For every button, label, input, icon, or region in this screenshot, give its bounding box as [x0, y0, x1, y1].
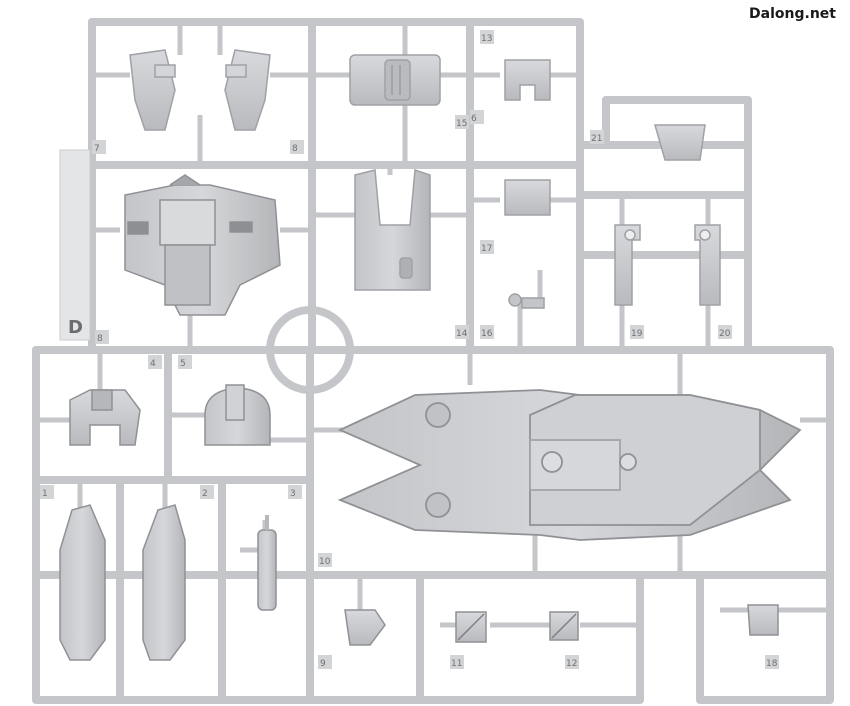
- part-number-tabs: 7 8 13 15 17 14 16 19 20 21 8 4 5 1 2 3 …: [40, 30, 779, 669]
- number-tab: 20: [718, 325, 732, 339]
- svg-text:13: 13: [481, 34, 492, 44]
- svg-text:15: 15: [456, 119, 467, 129]
- part-small-block-a: [504, 59, 551, 216]
- part-small-pieces: [344, 604, 779, 646]
- svg-text:16: 16: [481, 329, 493, 339]
- svg-text:10: 10: [319, 557, 331, 567]
- svg-text:7: 7: [94, 144, 100, 154]
- part-helmet: [204, 384, 271, 446]
- svg-text:6: 6: [471, 114, 477, 124]
- svg-text:12: 12: [566, 659, 577, 669]
- svg-text:9: 9: [320, 659, 326, 669]
- number-tab: 21: [590, 130, 604, 144]
- svg-text:8: 8: [292, 144, 298, 154]
- part-tiny-figure: [508, 293, 545, 309]
- part-backpack: [349, 54, 441, 106]
- svg-text:21: 21: [591, 134, 602, 144]
- number-tab: 7: [92, 140, 106, 154]
- number-tab: 14: [455, 325, 469, 339]
- number-tab: 6: [470, 110, 484, 124]
- number-tab: 12: [565, 655, 579, 669]
- svg-text:1: 1: [42, 489, 48, 499]
- number-tab: 16: [480, 325, 494, 339]
- number-tab: 5: [178, 355, 192, 369]
- part-cylinder: [257, 515, 277, 611]
- runner-tag: D: [59, 149, 91, 341]
- part-shoulder-clips: [129, 49, 271, 131]
- svg-text:8: 8: [97, 334, 103, 344]
- svg-text:14: 14: [456, 329, 468, 339]
- number-tab: 9: [318, 655, 332, 669]
- runner-label: D: [68, 317, 83, 338]
- svg-text:11: 11: [451, 659, 462, 669]
- svg-text:19: 19: [631, 329, 643, 339]
- sprue-ring: [266, 306, 354, 394]
- number-tab: 3: [288, 485, 302, 499]
- number-tab: 11: [450, 655, 464, 669]
- number-tab: 13: [480, 30, 494, 44]
- svg-text:4: 4: [150, 359, 156, 369]
- svg-text:18: 18: [766, 659, 778, 669]
- number-tab: 18: [765, 655, 779, 669]
- part-hook-small: [614, 124, 721, 306]
- number-tab: 4: [148, 355, 162, 369]
- number-tab: 17: [480, 240, 494, 254]
- gate-stubs: [36, 22, 830, 628]
- number-tab: 8: [95, 330, 109, 344]
- watermark: Dalong.net: [749, 6, 836, 22]
- part-legs: [59, 504, 186, 661]
- part-cockpit-hatch: [354, 168, 431, 291]
- number-tab: 15: [455, 115, 469, 129]
- svg-text:5: 5: [180, 359, 186, 369]
- number-tab: 8: [290, 140, 304, 154]
- number-tab: 19: [630, 325, 644, 339]
- number-tab: 2: [200, 485, 214, 499]
- number-tab: 10: [318, 553, 332, 567]
- svg-text:3: 3: [290, 489, 296, 499]
- number-tab: 1: [40, 485, 54, 499]
- svg-text:2: 2: [202, 489, 208, 499]
- part-torso-block: [124, 174, 281, 316]
- svg-text:17: 17: [481, 244, 492, 254]
- part-hull: [337, 389, 802, 541]
- svg-text:20: 20: [719, 329, 731, 339]
- part-head-frame: [69, 389, 141, 446]
